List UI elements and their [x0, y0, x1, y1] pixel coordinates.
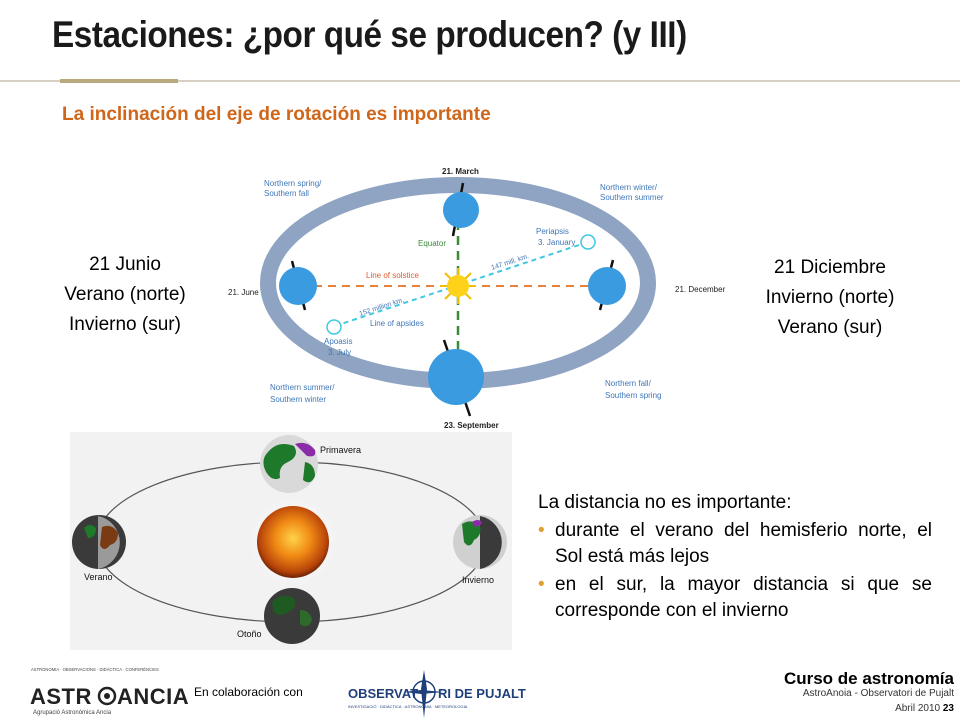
title-divider-accent: [60, 79, 178, 83]
bullet-marker: •: [538, 574, 545, 595]
sun-icon: [440, 268, 476, 304]
periapsis-label: Periapsis: [536, 227, 569, 236]
june-north: Verano (norte): [64, 284, 186, 305]
northern-fall-2: Southern spring: [605, 391, 661, 400]
earth-invierno: [453, 515, 507, 569]
earth-september: [428, 339, 484, 417]
apoasis-marker: [326, 319, 342, 335]
earth-verano: [72, 515, 126, 569]
sun-photo: [257, 506, 329, 578]
northern-winter-1: Northern winter/: [600, 183, 658, 192]
equator-label: Equator: [418, 239, 446, 248]
footer-date: Abril 2010 23: [895, 703, 954, 714]
northern-spring-2: Southern fall: [264, 189, 309, 198]
apsides-label: Line of apsides: [370, 319, 424, 328]
distance-152-label: 152 million km.: [358, 297, 405, 318]
periapsis-date: 3. January: [538, 238, 575, 247]
svg-text:ASTRONOMIA · OBSERVACIONS · DI: ASTRONOMIA · OBSERVACIONS · DIDÀCTICA · …: [31, 667, 159, 672]
astroanoia-logo: ASTRONOMIA · OBSERVACIONS · DIDÀCTICA · …: [30, 667, 189, 716]
bullet-item: • en el sur, la mayor distancia si que s…: [538, 572, 932, 624]
june-south: Invierno (sur): [69, 314, 181, 335]
svg-text:ASTR: ASTR: [30, 684, 92, 709]
title-divider: [0, 80, 960, 82]
march-label: 21. March: [442, 167, 479, 176]
observatori-pujalt-logo: OBSERVAT RI DE PUJALT INVESTIGACIÓ · DID…: [348, 670, 526, 718]
orbit-diagram: 21. March 23. September 21. June 21. Dec…: [228, 167, 726, 430]
invierno-label: Invierno: [462, 575, 494, 585]
earth-primavera: [260, 435, 318, 493]
explanation-text: La distancia no es importante: • durante…: [538, 490, 932, 626]
bullet-text: en el sur, la mayor distancia si que se …: [555, 574, 932, 621]
bullet-marker: •: [538, 520, 545, 541]
svg-text:RI DE PUJALT: RI DE PUJALT: [438, 686, 526, 701]
date-text: Abril 2010: [895, 703, 941, 714]
northern-summer-1: Northern summer/: [270, 383, 335, 392]
slide-title: Estaciones: ¿por qué se producen? (y III…: [52, 14, 687, 55]
earth-otono: [264, 588, 320, 644]
june-label: 21 Junio Verano (norte) Invierno (sur): [40, 250, 210, 340]
earth-march: [443, 182, 479, 237]
verano-label: Verano: [84, 572, 113, 582]
december-south: Verano (sur): [777, 317, 883, 338]
apoasis-date: 3. July: [328, 348, 351, 357]
svg-text:Agrupació Astronòmica Ancia: Agrupació Astronòmica Ancia: [33, 710, 112, 716]
solstice-label: Line of solstice: [366, 271, 419, 280]
svg-text:ANCIA: ANCIA: [117, 684, 189, 709]
periapsis-marker: [580, 234, 596, 250]
slide-subtitle: La inclinación del eje de rotación es im…: [62, 104, 491, 125]
northern-spring-1: Northern spring/: [264, 179, 322, 188]
course-title: Curso de astronomía: [783, 669, 954, 688]
bullet-item: • durante el verano del hemisferio norte…: [538, 518, 932, 570]
svg-text:OBSERVAT: OBSERVAT: [348, 686, 418, 701]
primavera-label: Primavera: [320, 445, 361, 455]
earth-december: [588, 259, 626, 311]
december-label: 21 Diciembre Invierno (norte) Verano (su…: [740, 253, 920, 343]
december-north: Invierno (norte): [765, 287, 895, 308]
collaboration-text: En colaboración con: [194, 685, 303, 699]
explanation-lead: La distancia no es importante:: [538, 492, 792, 513]
course-organizers: AstroAnoia - Observatori de Pujalt: [802, 688, 954, 699]
northern-fall-1: Northern fall/: [605, 379, 652, 388]
northern-summer-2: Southern winter: [270, 395, 326, 404]
june-date: 21 Junio: [89, 254, 161, 275]
june-orbit-label: 21. June: [228, 288, 259, 297]
bullet-text: durante el verano del hemisferio norte, …: [555, 520, 932, 567]
december-orbit-label: 21. December: [675, 285, 726, 294]
seasons-orbit-photo: Primavera Verano Invierno Otoño: [70, 432, 512, 650]
earth-june: [279, 260, 317, 311]
otono-label: Otoño: [237, 629, 262, 639]
svg-text:INVESTIGACIÓ · DIDÀCTICA · AST: INVESTIGACIÓ · DIDÀCTICA · ASTRONOMIA · …: [348, 704, 468, 709]
december-date: 21 Diciembre: [774, 257, 886, 278]
page-number: 23: [942, 703, 954, 714]
northern-winter-2: Southern summer: [600, 193, 664, 202]
september-label: 23. September: [444, 421, 499, 430]
apoasis-label: Apoasis: [324, 337, 352, 346]
